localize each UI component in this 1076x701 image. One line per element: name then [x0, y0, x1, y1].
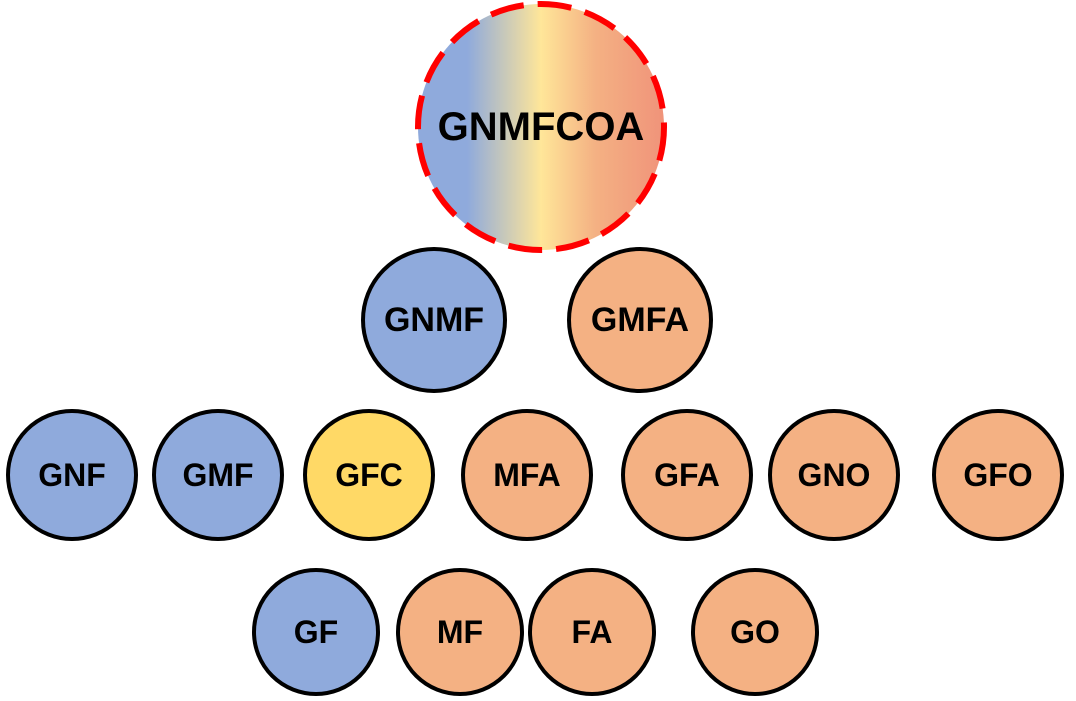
node-label: MF [437, 614, 483, 650]
node-circle [621, 409, 753, 541]
node-mf: MF [396, 568, 524, 696]
node-gfo: GFO [932, 409, 1064, 541]
node-rows: GNMF GMFA GNF GMF GFC MFA GFA GNO GFO GF MF FA GO [6, 247, 1064, 696]
node-circle [303, 409, 435, 541]
node-label: GFO [963, 457, 1032, 493]
root-node: GNMFCOA [415, 1, 667, 253]
node-label: GNF [38, 457, 106, 493]
node-circle [932, 409, 1064, 541]
node-circle [567, 247, 713, 393]
node-label: GFA [654, 457, 720, 493]
node-mfa: MFA [461, 409, 593, 541]
node-gmf: GMF [152, 409, 284, 541]
node-circle [152, 409, 284, 541]
node-gfc: GFC [303, 409, 435, 541]
node-label: FA [572, 614, 613, 650]
node-gmfa: GMFA [567, 247, 713, 393]
node-go: GO [691, 568, 819, 696]
node-label: GNMF [384, 301, 484, 339]
node-label: GFC [335, 457, 403, 493]
node-gf: GF [252, 568, 380, 696]
node-label: GNO [798, 457, 871, 493]
node-gnmf: GNMF [361, 247, 507, 393]
node-circle [6, 409, 138, 541]
node-label: GO [730, 614, 780, 650]
node-label: MFA [493, 457, 561, 493]
root-node-label: GNMFCOA [438, 105, 645, 149]
node-label: GMF [182, 457, 253, 493]
node-gfa: GFA [621, 409, 753, 541]
root-node-circle [415, 1, 667, 253]
node-circle [252, 568, 380, 696]
node-label: GMFA [591, 301, 689, 339]
node-circle [768, 409, 900, 541]
node-circle [461, 409, 593, 541]
node-label: GF [294, 614, 338, 650]
node-circle [691, 568, 819, 696]
node-circle [396, 568, 524, 696]
node-gno: GNO [768, 409, 900, 541]
node-gnf: GNF [6, 409, 138, 541]
node-circle [361, 247, 507, 393]
node-fa: FA [528, 568, 656, 696]
node-circle [528, 568, 656, 696]
